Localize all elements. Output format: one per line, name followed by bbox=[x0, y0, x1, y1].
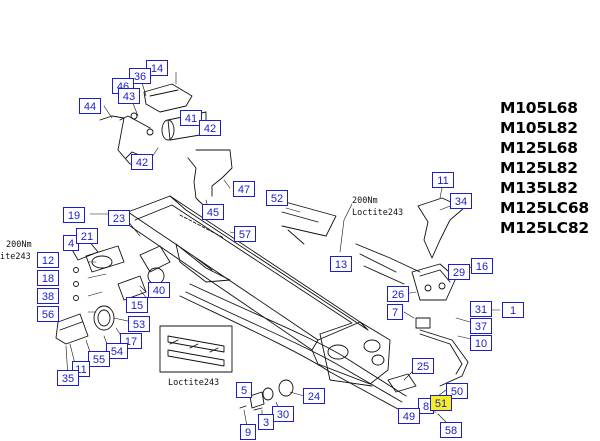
model-name: M125LC82 bbox=[500, 219, 590, 237]
part-callout[interactable]: 36 bbox=[129, 68, 151, 84]
part-callout[interactable]: 42 bbox=[199, 120, 221, 136]
loctite-note-bottom: Loctite243 bbox=[168, 378, 220, 388]
part-callout[interactable]: 7 bbox=[387, 304, 403, 320]
part-callout[interactable]: 43 bbox=[118, 88, 140, 104]
part-callout[interactable]: 1 bbox=[502, 302, 524, 318]
part-callout[interactable]: 11 bbox=[432, 172, 454, 188]
part-callout[interactable]: 35 bbox=[57, 370, 79, 386]
part-callout[interactable]: 45 bbox=[202, 204, 224, 220]
part-callout[interactable]: 29 bbox=[448, 264, 470, 280]
valve-bracket-drawing bbox=[411, 197, 465, 329]
part-callout[interactable]: 40 bbox=[148, 282, 170, 298]
model-name: M105L68 bbox=[500, 99, 578, 117]
torque-note-top: 200Nm bbox=[352, 196, 378, 206]
part-callout[interactable]: 41 bbox=[180, 110, 202, 126]
part-callout[interactable]: 44 bbox=[79, 98, 101, 114]
torque-note-left: 200Nm bbox=[6, 240, 32, 250]
model-name: M135L82 bbox=[500, 179, 578, 197]
part-callout[interactable]: 37 bbox=[470, 318, 492, 334]
part-callout[interactable]: 14 bbox=[146, 60, 168, 76]
part-callout[interactable]: 15 bbox=[126, 297, 148, 313]
part-callout-highlighted[interactable]: 51 bbox=[430, 395, 452, 411]
pin-parts-drawing bbox=[239, 373, 417, 411]
slide-pad-detail-drawing bbox=[159, 325, 233, 373]
part-callout[interactable]: 56 bbox=[37, 306, 59, 322]
part-callout[interactable]: 53 bbox=[128, 316, 150, 332]
part-callout[interactable]: 12 bbox=[37, 252, 59, 268]
part-callout[interactable]: 42 bbox=[131, 154, 153, 170]
part-callout[interactable]: 31 bbox=[470, 301, 492, 317]
part-callout[interactable]: 58 bbox=[440, 422, 462, 438]
model-list: M105L68 M105L82 M125L68 M125L82 M135L82 … bbox=[500, 98, 600, 238]
part-callout[interactable]: 55 bbox=[88, 351, 110, 367]
loctite-note-left: ite243 bbox=[0, 252, 31, 262]
model-name: M105L82 bbox=[500, 119, 578, 137]
part-callout[interactable]: 30 bbox=[272, 406, 294, 422]
part-callout[interactable]: 3 bbox=[258, 414, 274, 430]
part-callout[interactable]: 24 bbox=[303, 388, 325, 404]
part-callout[interactable]: 34 bbox=[450, 193, 472, 209]
part-callout[interactable]: 26 bbox=[387, 286, 409, 302]
part-callout[interactable]: 18 bbox=[37, 270, 59, 286]
part-callout[interactable]: 25 bbox=[412, 358, 434, 374]
part-callout[interactable]: 49 bbox=[398, 408, 420, 424]
part-callout[interactable]: 16 bbox=[471, 258, 493, 274]
part-callout[interactable]: 23 bbox=[108, 210, 130, 226]
part-callout[interactable]: 21 bbox=[76, 228, 98, 244]
part-callout[interactable]: 19 bbox=[63, 207, 85, 223]
loctite-note-top: Loctite243 bbox=[352, 208, 404, 218]
part-callout[interactable]: 5 bbox=[236, 382, 252, 398]
part-callout[interactable]: 13 bbox=[330, 256, 352, 272]
model-name: M125L68 bbox=[500, 139, 578, 157]
part-callout[interactable]: 47 bbox=[233, 181, 255, 197]
model-name: M125LC68 bbox=[500, 199, 590, 217]
part-callout[interactable]: 54 bbox=[106, 343, 128, 359]
part-callout[interactable]: 9 bbox=[240, 424, 256, 440]
part-callout[interactable]: 38 bbox=[37, 288, 59, 304]
part-callout[interactable]: 10 bbox=[470, 335, 492, 351]
part-callout[interactable]: 57 bbox=[234, 226, 256, 242]
part-callout[interactable]: 52 bbox=[266, 190, 288, 206]
boom-arm-drawing bbox=[127, 195, 391, 387]
hose-lines-drawing bbox=[179, 199, 469, 415]
model-name: M125L82 bbox=[500, 159, 578, 177]
